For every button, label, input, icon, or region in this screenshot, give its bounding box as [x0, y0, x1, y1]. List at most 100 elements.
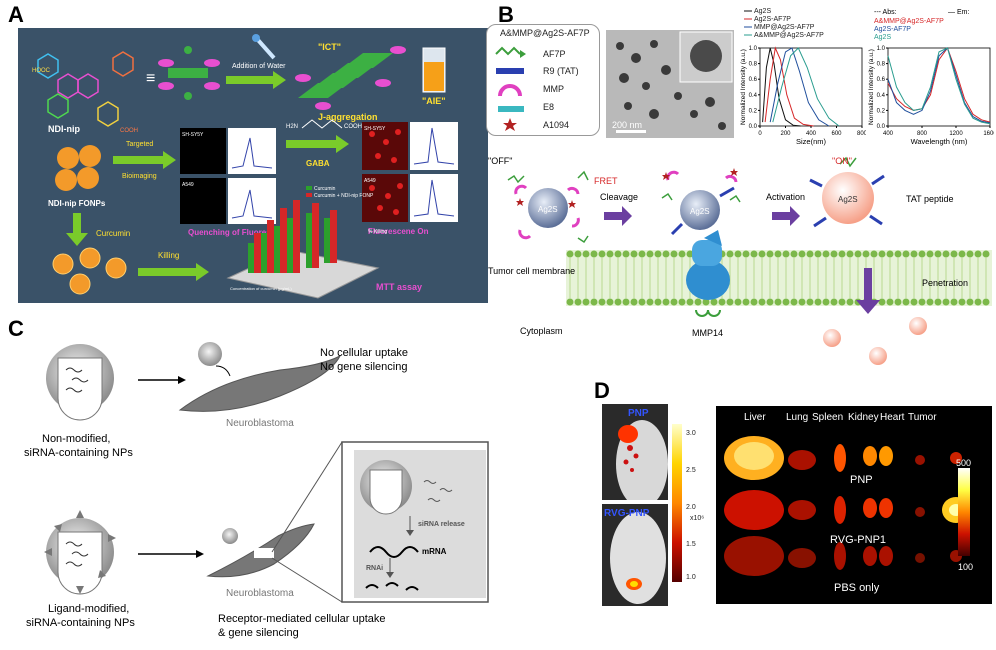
lipid-head — [926, 250, 934, 258]
organ-label-lung: Lung — [786, 412, 809, 423]
mouse-pnp-label: PNP — [628, 408, 649, 419]
lipid-head — [574, 298, 582, 306]
lipid-head — [966, 298, 974, 306]
lipid-head — [974, 250, 982, 258]
lipid-head — [822, 298, 830, 306]
vial-icon — [422, 47, 446, 93]
curcumin-label: Curcumin — [96, 229, 130, 238]
tem-scale-bar: 200 nm — [612, 120, 643, 130]
y-tick-label: 0.4 — [877, 93, 886, 99]
j-aggregation-label: J-aggregation — [318, 112, 378, 122]
organ-label-spleen: Spleen — [812, 412, 844, 423]
y-tick-label: 1.0 — [877, 46, 886, 52]
legend-item-r9: R9 (TAT) — [543, 66, 579, 76]
y-tick-label: 0.2 — [877, 108, 886, 114]
nonmod-label-1: Non-modified, — [42, 433, 110, 445]
lipid-head — [926, 298, 934, 306]
lipid-head — [622, 250, 630, 258]
legend-item-mmp: MMP — [543, 84, 564, 94]
sh-sy5y-label-on: SH-SY5Y — [364, 126, 386, 132]
cytoplasm-label: Cytoplasm — [520, 326, 563, 336]
lipid-head — [734, 298, 742, 306]
lipid-head — [598, 250, 606, 258]
legend-entry: A&MMP@Ag2S-AF7P — [754, 32, 824, 39]
lipid-head — [702, 298, 710, 306]
series-line — [764, 46, 814, 127]
lipid-head — [910, 298, 918, 306]
ag2s-particle-off — [507, 170, 589, 244]
mtt-bars — [226, 200, 380, 299]
ndi-nip-molecule — [37, 51, 134, 127]
row-label-pnp: PNP — [850, 474, 873, 486]
no-uptake-label: No cellular uptake — [320, 347, 408, 359]
tat-peptide-label: TAT peptide — [906, 194, 954, 204]
y-tick-label: 0.6 — [749, 77, 758, 83]
neuroblastoma-cell-bottom — [206, 523, 315, 578]
lipid-head — [838, 250, 846, 258]
lipid-head — [902, 250, 910, 258]
x-tick-label: 200 — [780, 131, 791, 137]
lipid-head — [806, 250, 814, 258]
lipid-head — [630, 250, 638, 258]
organ-label-kidney: Kidney — [848, 412, 879, 423]
lipid-head — [574, 250, 582, 258]
legend-entry: A&MMP@Ag2S-AF7P — [874, 18, 944, 25]
lipid-head — [590, 298, 598, 306]
svg-text:≡: ≡ — [146, 70, 155, 87]
y-tick-label: 0.4 — [749, 93, 758, 99]
lipid-head — [750, 298, 758, 306]
fluorescence-on-label: Fluorescene On — [368, 227, 429, 236]
x-tick-label: 800 — [917, 131, 928, 137]
a549-label: A549 — [182, 182, 194, 188]
series-line — [887, 47, 991, 124]
mmp14-enzyme — [686, 230, 730, 317]
lipid-head — [966, 250, 974, 258]
spectra-chart: 400800120016000.00.20.40.60.81.0Waveleng… — [868, 9, 994, 146]
series-line — [887, 46, 991, 123]
lipid-head — [846, 250, 854, 258]
receptor-label-2: & gene silencing — [218, 627, 299, 639]
y-tick-label: 0.0 — [877, 124, 886, 130]
lipid-head — [934, 298, 942, 306]
lipid-head — [894, 250, 902, 258]
organ-imaging-panel — [716, 406, 992, 604]
cooh-label: COOH — [120, 128, 138, 134]
x-tick-label: 1200 — [949, 131, 963, 137]
gaba-h2n: H2N — [286, 124, 298, 130]
panel-letter-c: C — [8, 316, 24, 341]
quenching-label: Quenching of Fluorescene — [188, 228, 289, 237]
fret-label: FRET — [594, 176, 618, 186]
lipid-head — [766, 250, 774, 258]
y-tick-label: 0.6 — [877, 77, 886, 83]
panel-b-mechanism: Ag2S "OFF" FRET Cleavage Ag2S MMP14 Acti… — [486, 150, 992, 365]
y-tick-label: 0.2 — [749, 108, 758, 114]
lipid-head — [934, 250, 942, 258]
non-modified-np — [46, 344, 114, 421]
panel-b-legend-icons — [495, 46, 526, 131]
lipid-head — [742, 250, 750, 258]
panel-a-schematic: HOOC COOH NDI-nip ≡ Addition of Water "I… — [18, 28, 488, 303]
targeted-label: Targeted — [126, 141, 153, 148]
gaba-cooh: COOH — [344, 124, 362, 130]
lipid-head — [886, 250, 894, 258]
lipid-head — [814, 250, 822, 258]
tem-image — [606, 30, 734, 138]
off-label: "OFF" — [488, 156, 512, 166]
x-tick-label: 400 — [883, 131, 894, 137]
j-aggregate-stack — [295, 46, 406, 110]
lipid-head — [942, 250, 950, 258]
x-axis-label: Wavelength (nm) — [911, 137, 968, 146]
mmp14-label: MMP14 — [692, 328, 723, 338]
panel-letter-b: B — [498, 2, 514, 27]
lipid-head — [678, 298, 686, 306]
lipid-head — [566, 250, 574, 258]
legend-entry: Ag2S-AF7P — [874, 26, 911, 33]
mtt-xlabel: Concentration of curcumin (μg/mL) — [230, 286, 292, 291]
lipid-head — [726, 298, 734, 306]
activation-label: Activation — [766, 192, 805, 202]
ligmod-label-2: siRNA-containing NPs — [26, 617, 135, 629]
lipid-head — [566, 298, 574, 306]
lipid-head — [742, 298, 750, 306]
mrna-label: mRNA — [422, 547, 447, 556]
lipid-head — [798, 298, 806, 306]
